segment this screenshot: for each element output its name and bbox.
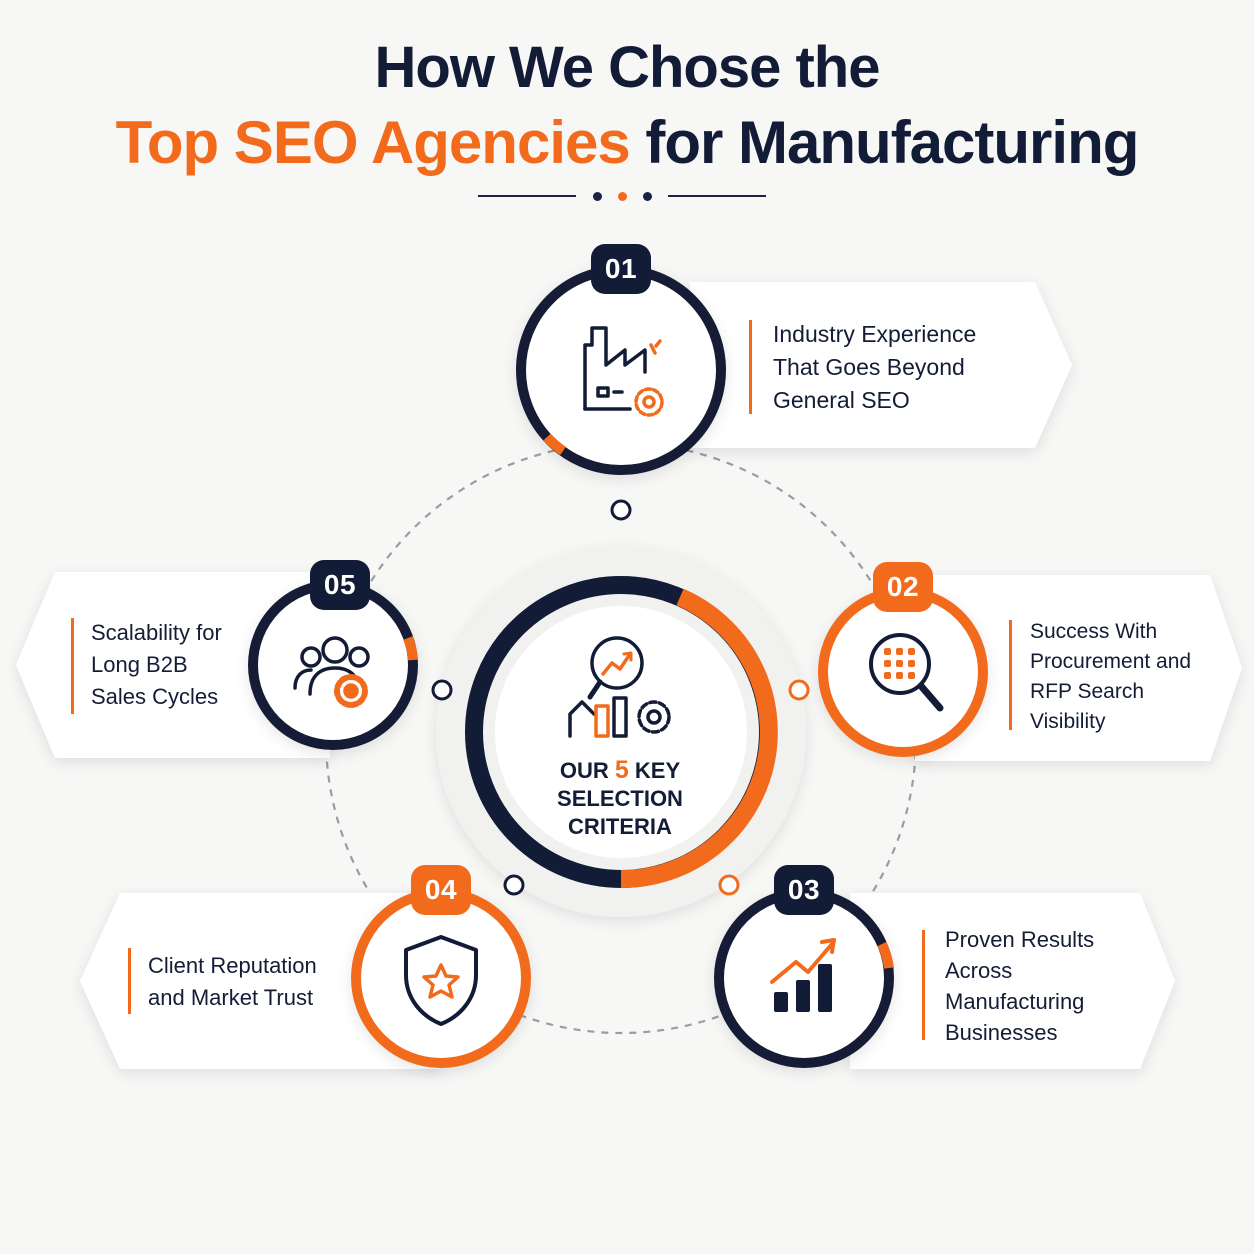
node-01 [516, 265, 726, 475]
title-highlight: Top SEO Agencies [115, 109, 631, 176]
panel-02 [915, 575, 1242, 761]
criterion-04-text: Client Reputation and Market Trust [148, 950, 317, 1014]
factory-gear-icon [583, 326, 664, 417]
team-gear-icon [293, 636, 370, 708]
criterion-02-line: RFP Search [1030, 680, 1144, 703]
connector-dot-01 [610, 499, 632, 521]
magnifier-grid-icon [869, 633, 944, 712]
criterion-02-line: Visibility [1030, 710, 1106, 733]
criterion-03-text: Proven Results Across Manufacturing Busi… [945, 924, 1094, 1048]
criterion-03-line: Proven Results [945, 927, 1095, 952]
criterion-02-line: Procurement and [1030, 650, 1192, 673]
panel-05 [16, 572, 330, 758]
node-03 [714, 888, 894, 1068]
divider-line-left [478, 195, 576, 197]
panel-05-accent [71, 618, 74, 714]
criterion-01-line: That Goes Beyond [773, 354, 965, 380]
criterion-02-line: Success With [1030, 620, 1158, 643]
connector-dot-05 [431, 679, 453, 701]
center-label-before: OUR [559, 758, 615, 783]
connector-dot-03 [718, 874, 740, 896]
panel-04 [80, 893, 440, 1069]
criterion-03-line: Businesses [945, 1020, 1058, 1045]
panel-02-accent [1009, 620, 1012, 730]
panel-04-accent [128, 948, 131, 1014]
page-title-line2: Top SEO Agencies for Manufacturing [0, 108, 1254, 177]
node-04 [351, 888, 531, 1068]
center-label-number: 5 [614, 756, 629, 784]
criterion-05-line: Sales Cycles [91, 684, 219, 709]
divider-line-right [668, 195, 766, 197]
shield-star-icon [404, 935, 478, 1026]
badge-02: 02 [873, 562, 933, 612]
center-label-line2: SELECTION [557, 786, 683, 811]
center-label-line3: CRITERIA [568, 814, 672, 839]
center-label: OUR 5 KEY SELECTION CRITERIA [520, 756, 720, 841]
badge-03: 03 [774, 865, 834, 915]
divider-dot-left [593, 192, 602, 201]
criterion-01-line: General SEO [773, 387, 910, 413]
node-02 [818, 587, 988, 757]
divider-dot-right [643, 192, 652, 201]
criterion-04-line: Client Reputation [148, 953, 317, 978]
page-title-line1: How We Chose the [374, 35, 881, 100]
panel-01-accent [749, 320, 752, 414]
connector-dot-04 [503, 874, 525, 896]
hub-ring-orange [620, 588, 778, 889]
criterion-05-text: Scalability for Long B2B Sales Cycles [91, 617, 222, 713]
criterion-05-line: Scalability for [91, 620, 222, 645]
criterion-04-line: and Market Trust [148, 985, 314, 1010]
criterion-01-line: Industry Experience [773, 321, 977, 347]
criterion-05-line: Long B2B [91, 652, 188, 677]
center-label-after: KEY [628, 758, 681, 783]
title-divider [478, 189, 776, 203]
panel-03-accent [922, 930, 925, 1040]
criterion-02-text: Success With Procurement and RFP Search … [1030, 617, 1191, 737]
analytics-gear-icon [568, 636, 671, 738]
panel-01 [690, 282, 1072, 448]
divider-dot-center [618, 192, 627, 201]
criterion-01-text: Industry Experience That Goes Beyond Gen… [773, 318, 976, 417]
badge-04: 04 [411, 865, 471, 915]
badge-01: 01 [591, 244, 651, 294]
badge-05: 05 [310, 560, 370, 610]
criterion-03-line: Across [945, 958, 1013, 983]
connector-dot-02 [788, 679, 810, 701]
title-rest: for Manufacturing [629, 109, 1139, 176]
panel-03 [850, 893, 1175, 1069]
growth-chart-icon [770, 938, 836, 1012]
hub-inner [495, 606, 747, 858]
criterion-03-line: Manufacturing [945, 989, 1085, 1014]
